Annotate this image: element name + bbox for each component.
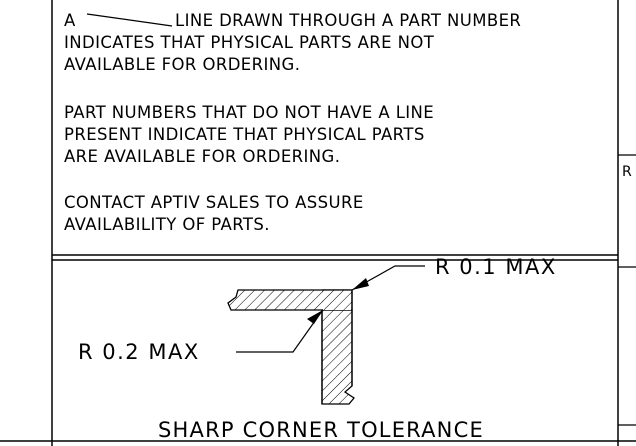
note-line-1-prefix: A	[64, 11, 76, 30]
inner-radius-leader	[236, 310, 323, 353]
note-line-4: PART NUMBERS THAT DO NOT HAVE A LINE	[64, 103, 434, 122]
strike-line-sample	[86, 13, 173, 27]
note-line-3: AVAILABLE FOR ORDERING.	[64, 55, 300, 74]
vertical-section	[321, 309, 355, 405]
sharp-corner-detail: R 0.1 MAX R 0.2 MAX SHARP CORNER TOLERAN…	[78, 255, 557, 442]
availability-note: A LINE DRAWN THROUGH A PART NUMBER INDIC…	[64, 11, 521, 234]
edge-label: R	[622, 164, 632, 180]
inner-radius-arrowhead	[307, 310, 323, 324]
note-line-6: ARE AVAILABLE FOR ORDERING.	[64, 147, 340, 166]
note-line-7: CONTACT APTIV SALES TO ASSURE	[64, 193, 364, 212]
inner-radius-label: R 0.2 MAX	[78, 340, 200, 364]
note-line-8: AVAILABILITY OF PARTS.	[64, 215, 270, 234]
detail-caption: SHARP CORNER TOLERANCE	[158, 418, 484, 442]
note-line-1-suffix: LINE DRAWN THROUGH A PART NUMBER	[175, 11, 521, 30]
outer-radius-label: R 0.1 MAX	[435, 255, 557, 279]
outer-radius-arrowhead	[352, 278, 369, 290]
note-line-5: PRESENT INDICATE THAT PHYSICAL PARTS	[64, 125, 425, 144]
note-line-2: INDICATES THAT PHYSICAL PARTS ARE NOT	[64, 33, 435, 52]
